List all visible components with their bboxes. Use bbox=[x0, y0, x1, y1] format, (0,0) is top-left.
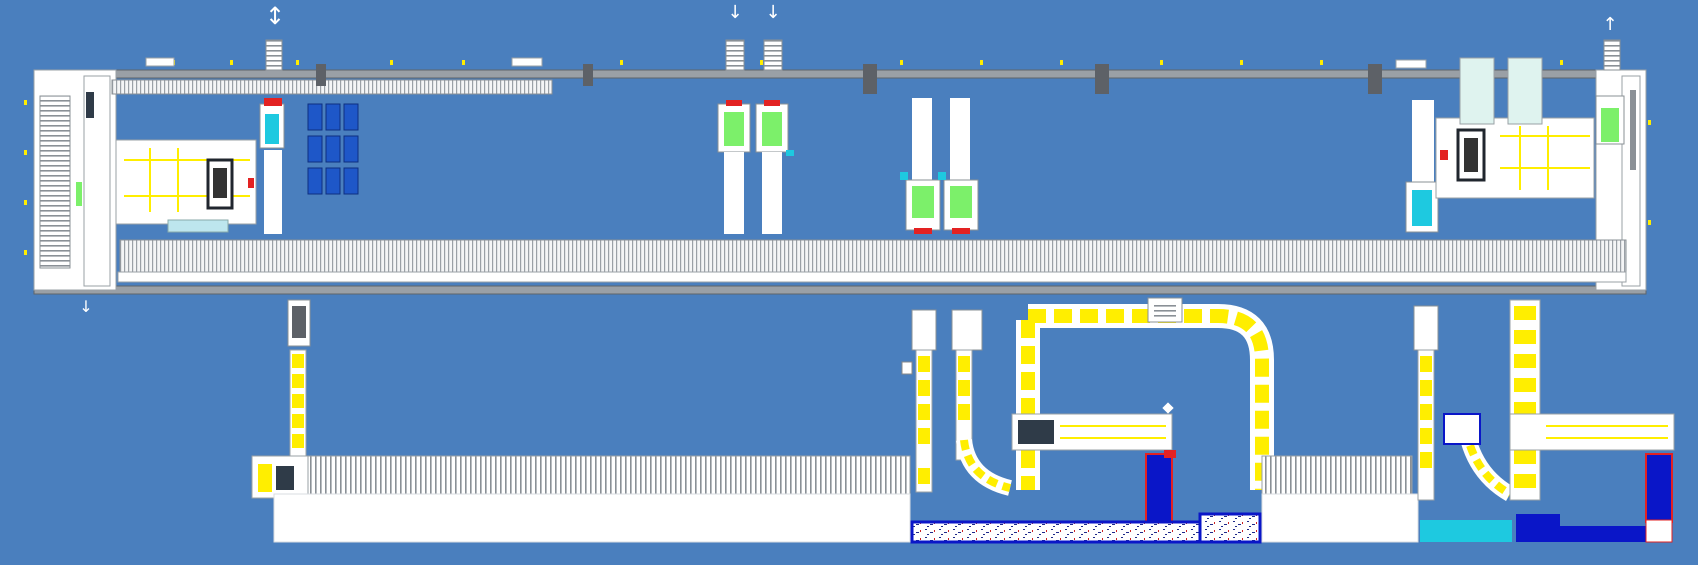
left-roller-bed bbox=[39, 95, 71, 269]
blue-floor-band-a bbox=[1516, 514, 1560, 542]
lower-left-line bbox=[251, 299, 311, 499]
blue-buffer-a bbox=[1145, 453, 1173, 523]
blue-storage-bays bbox=[307, 103, 359, 195]
bottom-crane-rail bbox=[33, 285, 1647, 295]
lower-buffer-rack-right bbox=[1261, 455, 1413, 495]
io-arrows: ↕ ↓ ↓ ↑ ↓ bbox=[79, 2, 1617, 316]
middle-machine-island bbox=[1011, 402, 1174, 451]
rail-brackets bbox=[316, 64, 1382, 94]
u-loop-conveyor bbox=[1016, 297, 1274, 490]
station-right-a bbox=[1405, 100, 1439, 233]
right-grey-post bbox=[1630, 90, 1636, 170]
station-twin-a bbox=[717, 39, 751, 234]
main-transfer-conveyor bbox=[119, 239, 1627, 275]
cyan-floor-band bbox=[1420, 520, 1512, 542]
down-arrow-icon: ↓ bbox=[765, 2, 780, 23]
left-machine-cell bbox=[76, 92, 257, 233]
left-green-sensor bbox=[76, 182, 82, 206]
lower-buffer-rack bbox=[307, 455, 911, 495]
lower-center-lines bbox=[901, 309, 1013, 496]
down-arrow-icon: ↓ bbox=[727, 2, 742, 23]
top-roller-line bbox=[111, 79, 553, 95]
main-transfer-conveyor-lower bbox=[117, 271, 1627, 283]
lower-right-lines bbox=[1164, 299, 1675, 501]
double-arrow-icon: ↕ bbox=[265, 2, 285, 30]
station-right-b bbox=[1595, 39, 1625, 234]
blue-floor-band-b bbox=[1560, 526, 1646, 542]
station-center-a bbox=[900, 98, 941, 234]
top-beam-markers bbox=[24, 60, 1651, 255]
down-arrow-icon: ↓ bbox=[79, 297, 92, 316]
left-cyan-pads bbox=[167, 219, 229, 233]
up-arrow-icon: ↑ bbox=[1602, 14, 1617, 35]
station-left bbox=[259, 39, 285, 234]
station-center-b bbox=[938, 98, 979, 234]
top-rail-labels bbox=[145, 57, 1427, 69]
right-machine-cell bbox=[1435, 57, 1595, 199]
blue-buffer-b bbox=[1645, 453, 1673, 523]
lower-buffer-floor bbox=[273, 493, 911, 543]
station-twin-b bbox=[755, 39, 794, 234]
left-cell-platform bbox=[115, 139, 257, 225]
top-crane-rail bbox=[33, 69, 1647, 79]
